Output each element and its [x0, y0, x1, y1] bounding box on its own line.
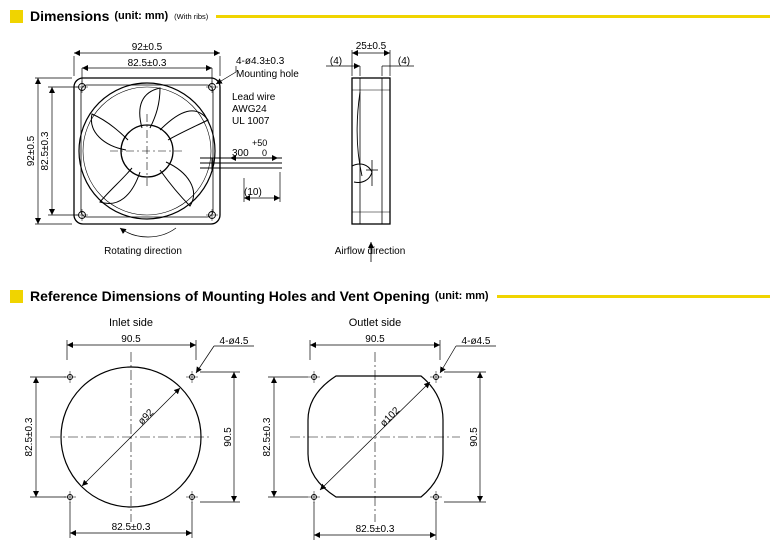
lead-tol-minus: 0: [262, 148, 267, 158]
mounting-hole-label: Mounting hole: [236, 69, 299, 80]
lead-length-label: 300: [232, 148, 249, 159]
width-outer-label: 92±0.5: [132, 42, 163, 53]
fan-frame-inner: [80, 84, 214, 218]
outlet-side-view: [290, 352, 460, 522]
outlet-left-dim: 82.5±0.3: [262, 417, 273, 456]
header-rule: [496, 294, 770, 298]
reference-title: Reference Dimensions of Mounting Holes a…: [30, 288, 430, 304]
awg-label: AWG24: [232, 104, 267, 115]
fan-side-view: [351, 77, 391, 262]
lead-tol-plus: +50: [252, 138, 267, 148]
width-pitch-label: 82.5±0.3: [128, 58, 167, 69]
inlet-labels: Inlet side 90.5 4-ø4.5 82.5±0.3 90.5 82.…: [24, 317, 249, 533]
rotating-direction-label: Rotating direction: [104, 246, 182, 257]
inlet-dimensions: [30, 340, 254, 538]
inlet-diameter-label: ø92: [136, 407, 156, 427]
height-pitch-label: 82.5±0.3: [40, 131, 51, 170]
lead-wires: [200, 157, 282, 170]
rib-left-label: (4): [330, 56, 342, 67]
outlet-title: Outlet side: [349, 317, 402, 329]
header-marker-icon: [10, 289, 23, 303]
dimensions-note: (With ribs): [174, 11, 209, 21]
lead-wire-label: Lead wire: [232, 92, 276, 103]
outlet-vent-shape: [307, 375, 444, 498]
inlet-right-dim: 90.5: [223, 427, 234, 447]
inlet-side-view: [50, 352, 212, 522]
header-marker-icon: [10, 9, 23, 23]
depth-label: 25±0.5: [356, 41, 387, 52]
hole-spec-label: 4-ø4.3±0.3: [236, 56, 285, 67]
outlet-dimensions: [268, 340, 496, 540]
inlet-top-dim: 90.5: [121, 334, 141, 345]
fan-venturi-inner: [82, 86, 212, 216]
rib-right-label: (4): [398, 56, 410, 67]
outlet-diameter-label: ø102: [378, 405, 402, 429]
dimensions-unit: (unit: mm): [114, 10, 169, 22]
inlet-title: Inlet side: [109, 317, 153, 329]
inlet-holes-label: 4-ø4.5: [220, 336, 249, 347]
strip-length-label: (10): [244, 187, 262, 198]
front-dimensions: [35, 50, 281, 238]
outlet-holes: [308, 371, 442, 503]
outlet-bottom-dim: 82.5±0.3: [356, 524, 395, 535]
side-labels: 25±0.5 (4) (4) Airflow direction: [330, 41, 410, 257]
fan-blades: [90, 87, 209, 207]
header-rule: [216, 14, 770, 18]
fan-venturi: [78, 82, 216, 220]
side-dimensions: [326, 50, 414, 76]
dimensions-header: Dimensions (unit: mm) (With ribs): [10, 6, 770, 26]
reference-unit: (unit: mm): [434, 290, 489, 302]
outlet-right-dim: 90.5: [469, 427, 480, 447]
reference-header: Reference Dimensions of Mounting Holes a…: [10, 286, 770, 306]
fan-frame-outer: [73, 77, 221, 225]
airflow-direction-label: Airflow direction: [335, 246, 406, 257]
ul-label: UL 1007: [232, 116, 270, 127]
front-labels: 92±0.5 82.5±0.3 92±0.5 82.5±0.3 4-ø4.3±0…: [26, 42, 299, 257]
inlet-bottom-dim: 82.5±0.3: [112, 522, 151, 533]
height-outer-label: 92±0.5: [26, 135, 37, 166]
outlet-holes-label: 4-ø4.5: [462, 336, 491, 347]
outlet-top-dim: 90.5: [365, 334, 385, 345]
dimensions-title: Dimensions: [30, 8, 110, 24]
inlet-left-dim: 82.5±0.3: [24, 417, 35, 456]
